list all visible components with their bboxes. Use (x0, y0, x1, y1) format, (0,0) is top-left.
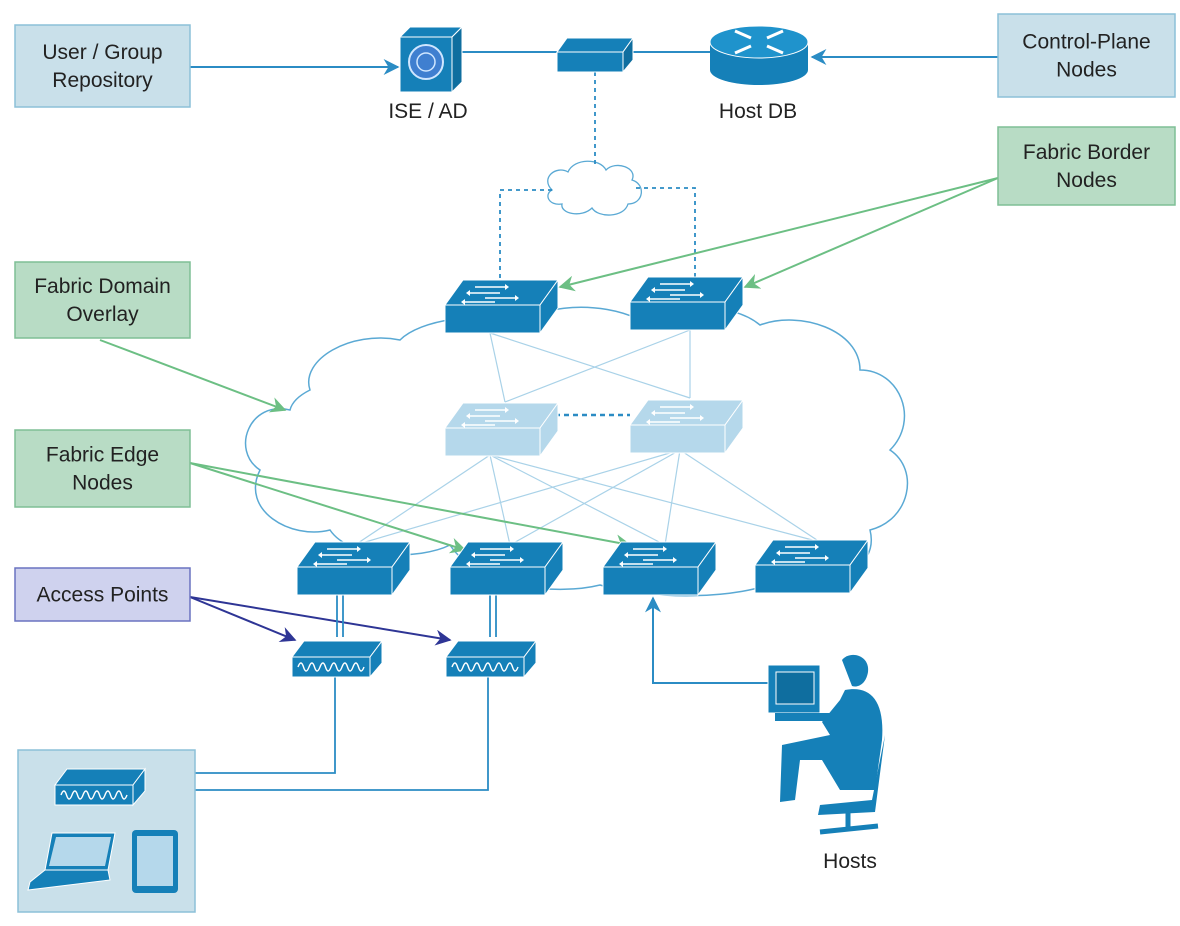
router-icon (709, 25, 809, 85)
mesh-link (489, 332, 506, 403)
user-workstation-icon (767, 654, 885, 835)
mesh-link (489, 454, 821, 543)
control-plane-nodes-box-text: Control-Plane (1022, 31, 1150, 54)
mesh-link (354, 449, 681, 546)
hosts-label: Hosts (823, 850, 877, 873)
mesh-link (489, 454, 666, 546)
fabric-edge-nodes-box-text: Fabric Edge (46, 444, 159, 467)
border-switch-icon (629, 275, 744, 332)
host-db-label: Host DB (719, 100, 797, 123)
mesh-link (354, 454, 491, 546)
access-points-box: Access Points (14, 567, 191, 622)
tablet-icon (132, 830, 178, 893)
user-group-repository-box-text: Repository (52, 69, 153, 92)
edge-arrow (189, 462, 632, 551)
host-arrow (645, 596, 770, 684)
ise-server-icon (398, 25, 464, 94)
ap-arrow (189, 596, 297, 642)
wan-cloud-icon (547, 160, 642, 216)
access-points-box-text: Access Points (37, 584, 169, 607)
edge-switch-icon (754, 538, 869, 595)
edge-switch-icon (296, 540, 411, 597)
connector-line (150, 675, 489, 791)
access-point-icon (445, 639, 537, 679)
mesh-link (489, 454, 511, 546)
fabric-border-nodes-box-text: Nodes (1056, 169, 1117, 192)
mesh-link (664, 449, 681, 546)
wan-switch-icon (556, 36, 634, 74)
fabric-edge-nodes-box-text: Nodes (72, 472, 133, 495)
mesh-link (489, 332, 691, 399)
access-point-icon (291, 639, 383, 679)
wired-access-point-icon (54, 767, 146, 807)
edge-arrow (189, 462, 467, 554)
mesh-link (509, 449, 681, 546)
fabric-domain-overlay-box-text: Fabric Domain (34, 275, 171, 298)
overlay-arrow (99, 339, 287, 413)
border-arrow (558, 177, 999, 292)
distribution-switch-icon (444, 401, 559, 458)
border-switch-icon (444, 278, 559, 335)
fabric-domain-overlay-box-text: Overlay (66, 303, 139, 326)
laptop-icon (27, 832, 116, 891)
mesh-link (504, 329, 691, 403)
mesh-link (679, 449, 821, 543)
control-plane-nodes-box-text: Nodes (1056, 59, 1117, 82)
edge-switch-icon (602, 540, 717, 597)
wan-link-dashed (636, 187, 696, 278)
border-arrow (743, 177, 999, 289)
wan-link-dashed (499, 189, 552, 282)
fabric-border-nodes-box-text: Fabric Border (1023, 141, 1150, 164)
ap-arrow (189, 596, 452, 646)
edge-switch-icon (449, 540, 564, 597)
connector-line (150, 675, 336, 774)
ise-ad-label: ISE / AD (388, 100, 467, 123)
distribution-switch-icon (629, 398, 744, 455)
user-group-repository-box-text: User / Group (42, 41, 162, 64)
